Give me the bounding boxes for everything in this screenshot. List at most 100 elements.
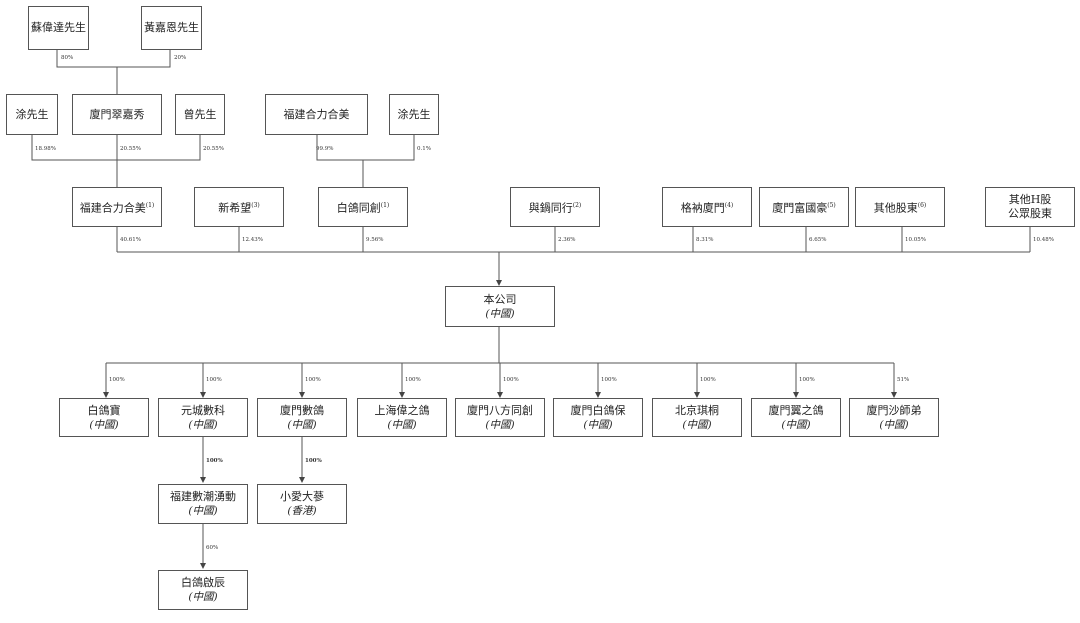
percentage-label: 60% xyxy=(206,545,219,551)
percentage-label: 100% xyxy=(405,377,421,383)
node-label: 新希望(3) xyxy=(218,201,260,215)
node-label: 涂先生 xyxy=(397,107,431,121)
node-jurisdiction: (中國) xyxy=(188,505,218,517)
node-label: 白鴿寶 xyxy=(87,403,121,417)
node-label: 白鴿啟辰 xyxy=(181,576,225,589)
percentage-label: 100% xyxy=(799,377,815,383)
percentage-label: 9.56% xyxy=(366,237,384,243)
percentage-label: 6.65% xyxy=(809,237,827,243)
percentage-label: 0.1% xyxy=(417,146,431,152)
node-label: 廈門沙師弟 xyxy=(866,403,922,417)
node-jurisdiction: (中國) xyxy=(781,418,811,431)
node-label: 廈門翠嘉秀 xyxy=(89,107,145,121)
percentage-label: 100% xyxy=(700,377,716,383)
node-label: 與鍋同行(2) xyxy=(528,201,582,215)
node-label: 廈門富國豪(5) xyxy=(772,201,836,215)
subsidiary-baige-qichen: 白鴿啟辰 (中國) xyxy=(158,570,248,610)
percentage-label: 80% xyxy=(61,55,74,61)
node-label: 上海偉之鴿 xyxy=(374,403,430,417)
shareholder-tu-2: 涂先生 xyxy=(389,94,439,135)
percentage-label: 100% xyxy=(305,458,322,464)
node-label: 本公司 xyxy=(483,292,517,306)
node-label: 北京琪桐 xyxy=(675,403,719,417)
shareholder-yuguo-tongxing: 與鍋同行(2) xyxy=(510,187,600,227)
node-label: 廈門翼之鴿 xyxy=(768,403,824,417)
connector-line xyxy=(56,50,171,68)
subsidiary-beijing-qitong: 北京琪桐 (中國) xyxy=(652,398,742,437)
percentage-label: 8.31% xyxy=(696,237,714,243)
node-label: 其他股東(6) xyxy=(873,201,927,215)
subsidiary-shanghai-weizhige: 上海偉之鴿 (中國) xyxy=(357,398,447,437)
connector-line xyxy=(31,135,201,161)
node-label: 涂先生 xyxy=(15,107,49,121)
node-label: 白鴿同創(1) xyxy=(336,201,390,215)
node-label: 福建數潮湧動 xyxy=(170,490,236,503)
node-jurisdiction: (中國) xyxy=(583,418,613,431)
percentage-label: 100% xyxy=(305,377,321,383)
subsidiary-yuancheng-shuke: 元城數科 (中國) xyxy=(158,398,248,437)
node-label: 黃嘉恩先生 xyxy=(144,21,199,34)
shareholder-tu-1: 涂先生 xyxy=(6,94,58,135)
node-jurisdiction: (中國) xyxy=(188,418,218,431)
percentage-label: 18.98% xyxy=(35,146,56,152)
percentage-label: 100% xyxy=(503,377,519,383)
shareholder-baige-tongchuang: 白鴿同創(1) xyxy=(318,187,408,227)
node-jurisdiction: (中國) xyxy=(485,307,515,320)
shareholder-su: 蘇偉達先生 xyxy=(28,6,89,50)
subsidiary-xiamen-bafang: 廈門八方同創 (中國) xyxy=(455,398,545,437)
subsidiary-xiamen-baigebao: 廈門白鴿保 (中國) xyxy=(553,398,643,437)
subsidiary-xiamen-shuge: 廈門數鴿 (中國) xyxy=(257,398,347,437)
percentage-label: 100% xyxy=(206,377,222,383)
shareholder-xiamen-fuguohao: 廈門富國豪(5) xyxy=(759,187,849,227)
shareholder-fujian-helihemei: 福建合力合美(1) xyxy=(72,187,162,227)
percentage-label: 40.61% xyxy=(120,237,141,243)
node-jurisdiction: (中國) xyxy=(387,418,417,431)
node-label: 福建合力合美 xyxy=(283,107,350,121)
node-label-line2: 公眾股東 xyxy=(1008,207,1052,220)
shareholder-fujian-helihemei-top: 福建合力合美 xyxy=(265,94,368,135)
percentage-label: 10.48% xyxy=(1033,237,1054,243)
company-node: 本公司 (中國) xyxy=(445,286,555,327)
node-jurisdiction: (中國) xyxy=(485,418,515,431)
node-jurisdiction: (中國) xyxy=(879,418,909,431)
node-label: 福建合力合美(1) xyxy=(79,201,155,215)
subsidiary-fujian-shuchao: 福建數潮湧動 (中國) xyxy=(158,484,248,524)
node-label: 廈門八方同創 xyxy=(467,403,533,417)
percentage-label: 10.05% xyxy=(905,237,926,243)
node-label: 廈門白鴿保 xyxy=(570,403,626,417)
percentage-label: 100% xyxy=(109,377,125,383)
percentage-label: 20.55% xyxy=(203,146,224,152)
node-jurisdiction: (中國) xyxy=(287,418,317,431)
node-label: 曾先生 xyxy=(183,107,217,121)
node-label: 小愛大蔘 xyxy=(280,490,324,503)
percentage-label: 20% xyxy=(174,55,187,61)
percentage-label: 51% xyxy=(897,377,910,383)
connector-line xyxy=(316,135,415,161)
shareholder-other-h-public: 其他H股 公眾股東 xyxy=(985,187,1075,227)
shareholder-zeng: 曾先生 xyxy=(175,94,225,135)
percentage-label: 99.9% xyxy=(316,146,334,152)
percentage-label: 100% xyxy=(601,377,617,383)
subsidiary-xiamen-yizhige: 廈門翼之鴿 (中國) xyxy=(751,398,841,437)
subsidiary-baigebao: 白鴿寶 (中國) xyxy=(59,398,149,437)
node-label: 廈門數鴿 xyxy=(280,403,324,417)
node-jurisdiction: (中國) xyxy=(188,591,218,603)
subsidiary-xiamen-shashidi: 廈門沙師弟 (中國) xyxy=(849,398,939,437)
node-label: 元城數科 xyxy=(181,403,225,417)
node-label: 蘇偉達先生 xyxy=(31,21,86,34)
node-label: 其他H股 xyxy=(1008,193,1052,206)
subsidiary-xiaoai-dashen: 小愛大蔘 (香港) xyxy=(257,484,347,524)
percentage-label: 20.55% xyxy=(120,146,141,152)
percentage-label: 100% xyxy=(206,458,223,464)
shareholder-huang: 黃嘉恩先生 xyxy=(141,6,202,50)
shareholder-others: 其他股東(6) xyxy=(855,187,945,227)
node-jurisdiction: (中國) xyxy=(682,418,712,431)
shareholder-xiamen-cuijiaxiu: 廈門翠嘉秀 xyxy=(72,94,162,135)
shareholder-gena-xiamen: 格衲廈門(4) xyxy=(662,187,752,227)
shareholder-xinxiwang: 新希望(3) xyxy=(194,187,284,227)
node-jurisdiction: (中國) xyxy=(89,418,119,431)
node-label: 格衲廈門(4) xyxy=(680,201,734,215)
percentage-label: 12.43% xyxy=(242,237,263,243)
percentage-label: 2.36% xyxy=(558,237,576,243)
